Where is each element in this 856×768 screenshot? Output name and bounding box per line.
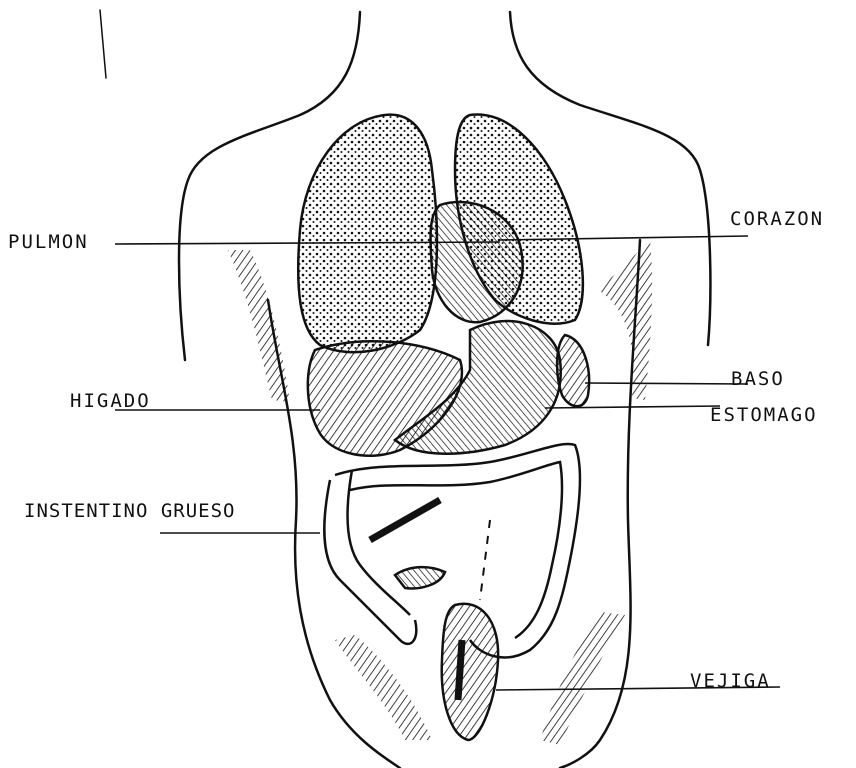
label-vejiga: VEJIGA — [690, 670, 771, 692]
midline-dashes — [480, 520, 490, 600]
label-corazon: CORAZON — [730, 208, 824, 230]
label-pulmon: PULMON — [8, 231, 89, 253]
label-instentino-grueso: INSTENTINO GRUESO — [24, 500, 235, 522]
label-baso: BASO — [731, 368, 785, 390]
label-higado: HIGADO — [70, 390, 151, 412]
spleen — [557, 335, 589, 406]
side-shading — [228, 240, 652, 745]
label-estomago: ESTOMAGO — [710, 404, 818, 426]
bladder — [442, 604, 498, 740]
leader-baso — [585, 383, 748, 384]
